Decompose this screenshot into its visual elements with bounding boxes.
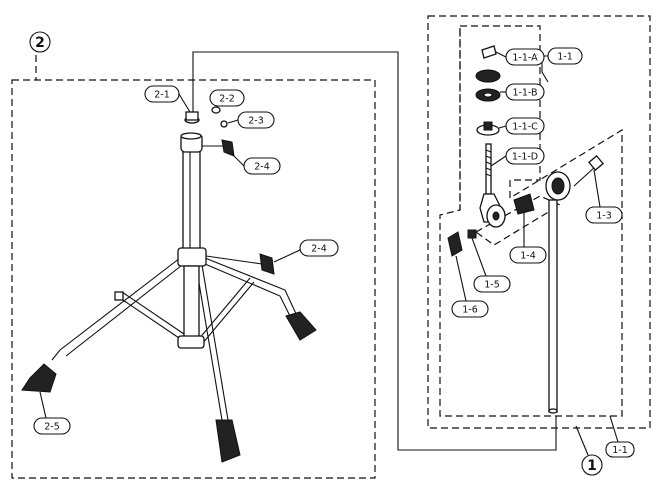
label-2-4-upper: 2-4 [231, 153, 281, 175]
label-2-5: 2-5 [33, 391, 71, 435]
svg-text:1-5: 1-5 [484, 280, 500, 291]
boom-drawing [447, 45, 604, 414]
rubber-foot-left [21, 363, 57, 393]
label-1-1: 1-1 [541, 47, 583, 83]
svg-text:1-4: 1-4 [520, 251, 536, 262]
clamp-top-ring [180, 132, 202, 140]
svg-text:1-1-B: 1-1-B [512, 88, 537, 99]
part-1-1-c-sleeve [483, 121, 493, 131]
svg-text:2-2: 2-2 [219, 94, 235, 105]
center-tube [182, 149, 201, 259]
part-1-1-a-wingnut [481, 45, 497, 59]
part-1-3-bolt-head [588, 155, 604, 171]
svg-text:1-1-A: 1-1-A [512, 53, 538, 64]
part-1-6-knob [447, 231, 463, 257]
svg-text:1-1: 1-1 [612, 445, 628, 456]
assembly-2-number: 2 [35, 35, 45, 51]
part-2-1-body [185, 111, 199, 121]
svg-text:1-1: 1-1 [557, 52, 573, 63]
label-2-4-lower: 2-4 [273, 239, 339, 263]
brace-left [119, 297, 183, 341]
svg-text:1-1-D: 1-1-D [512, 152, 538, 163]
part-1-1-d-threads [485, 149, 492, 177]
wingbolt-upper-head [221, 139, 235, 157]
assembly-1-marker: 1 [575, 425, 603, 476]
label-1-1-a: 1-1-A [495, 48, 545, 66]
label-1-1-c: 1-1-C [498, 117, 545, 135]
label-2-1: 2-1 [144, 85, 191, 113]
part-1-5-nut [467, 229, 477, 239]
svg-text:1-6: 1-6 [462, 305, 478, 316]
brace-joint-left [114, 291, 124, 301]
boom-arm [548, 199, 558, 413]
rubber-foot-front [215, 419, 241, 463]
bottom-bracket [177, 335, 205, 349]
assembly-2-circle [29, 31, 51, 53]
stand-leg-left-edge [65, 261, 187, 357]
label-2-3: 2-3 [227, 111, 275, 129]
wingbolt-lower-shaft [205, 255, 263, 265]
part-1-4-spring [513, 193, 535, 215]
stand-leg-left [51, 257, 181, 361]
stand-leg-front [195, 264, 223, 421]
part-2-2-washer [211, 106, 221, 114]
brace-left-edge [121, 291, 185, 335]
svg-text:2-5: 2-5 [44, 422, 60, 433]
rubber-foot-right [285, 311, 317, 341]
label-1-1-bottom: 1-1 [605, 415, 635, 458]
label-1-3: 1-3 [585, 169, 623, 224]
label-2-2: 2-2 [209, 89, 245, 107]
label-1-1-b: 1-1-B [500, 83, 545, 101]
svg-text:2-3: 2-3 [248, 116, 264, 127]
svg-text:1-3: 1-3 [596, 211, 612, 222]
svg-text:2-4: 2-4 [254, 162, 270, 173]
assembly-1-number: 1 [587, 458, 597, 474]
stand-leg-right [204, 257, 299, 319]
lower-tube [183, 265, 200, 342]
label-1-5: 1-5 [471, 237, 511, 293]
stand-leg-front-edge [201, 264, 229, 421]
part-2-3-nut [220, 120, 228, 128]
assembly-1-boundary [427, 15, 651, 429]
wingbolt-lower-head [259, 253, 275, 275]
stand-leg-right-edge [204, 263, 293, 321]
assembly-1-circle [581, 454, 603, 476]
assembly-connector-line [192, 51, 557, 451]
part-1-1-b-felt-top [475, 69, 501, 83]
label-1-1-d: 1-1-D [490, 147, 545, 167]
svg-text:2-1: 2-1 [154, 90, 170, 101]
svg-text:1-1-C: 1-1-C [512, 122, 538, 133]
svg-text:2-4: 2-4 [311, 244, 327, 255]
leg-housing [177, 247, 207, 267]
brace-right-edge [201, 281, 255, 345]
label-1-4: 1-4 [509, 212, 547, 264]
label-1-6: 1-6 [451, 255, 489, 318]
stand-drawing [21, 106, 317, 463]
brace-right [197, 277, 251, 341]
part-1-3-bolt-shaft [573, 165, 597, 187]
assembly-1-leader [575, 425, 589, 456]
